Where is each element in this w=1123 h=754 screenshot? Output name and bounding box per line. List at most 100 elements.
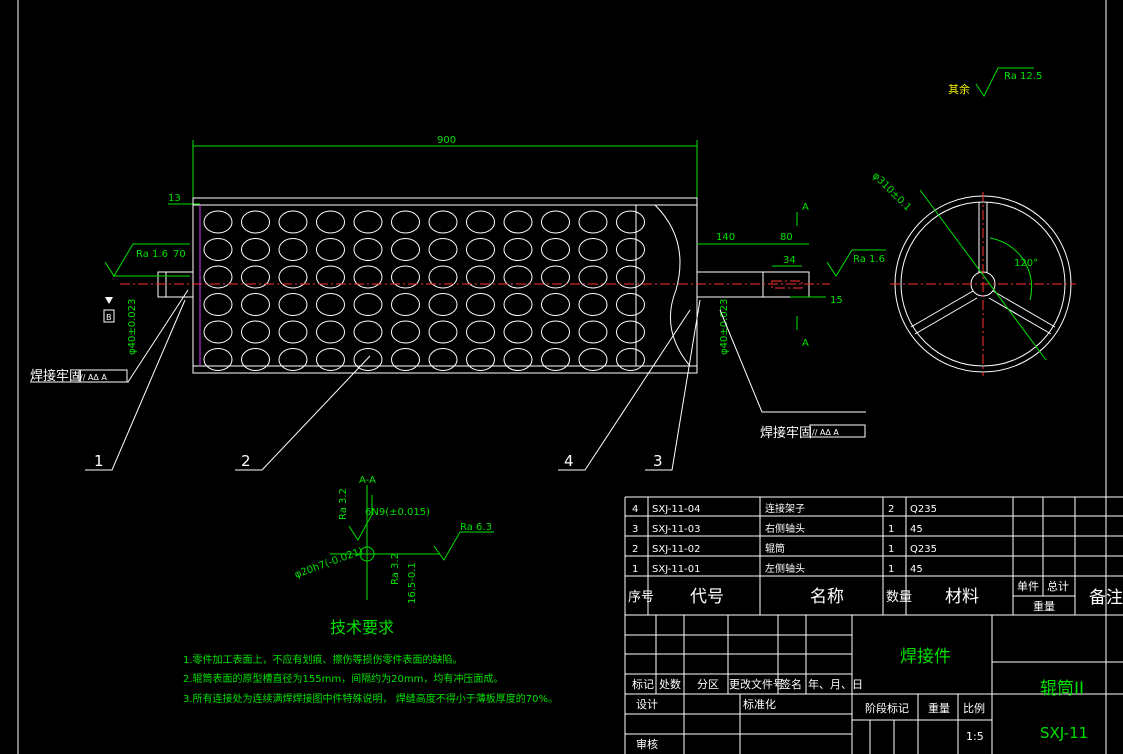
drum-hole [241,265,270,289]
drum-hole [203,320,233,344]
tb-standard: 标准化 [743,697,776,711]
bom-cell-no: 2 [632,544,638,555]
spoke-top [978,202,988,272]
drum-hole [316,293,345,316]
bom-cell-no: 4 [632,504,638,515]
drum-hole [316,265,345,289]
drum-hole [316,210,345,234]
disc-dia-line [919,189,1047,361]
rest-label: 其余 [948,82,970,96]
right-shaft-diameter: φ40±0.023 [719,299,730,355]
drum-hole [353,265,383,289]
drum-hole [503,293,533,316]
drum-hole [466,293,495,316]
drum-hole [541,320,570,344]
drum-hole [391,320,420,344]
weld-label-left: 焊接牢固 [30,368,82,384]
drum-hole [241,210,270,234]
roughness-symbol-rest [975,67,1034,97]
tb-scale: 1:5 [966,730,984,743]
bom-header-code: 代号 [690,587,724,607]
drum-hole [541,348,570,371]
drum-hole [278,210,308,234]
tb-drawing-no: SXJ-11 [1040,724,1088,742]
drum-hole [541,238,570,261]
dim-80-label: 80 [780,232,793,243]
drum-hole [316,348,345,371]
hole-pattern [203,210,645,371]
roughness-right-value: Ra 1.6 [853,254,885,265]
disc-diameter: φ310±0.1 [870,170,913,213]
drum-hole [466,238,495,261]
dim-13-label: 13 [168,193,181,204]
drum-hole [578,348,608,371]
roughness-left-value: Ra 1.6 [136,249,168,260]
drum-hole [466,348,495,371]
callout-4: 4 [564,452,574,470]
weld-label-right: 焊接牢固 [760,425,812,441]
drum-hole [578,210,608,234]
tb-doc: 更改文件号 [729,677,784,691]
drum-hole [428,293,458,316]
drum-hole [616,293,645,316]
bom-cell-name: 右侧轴头 [765,522,805,535]
bom-cell-qty: 2 [888,504,894,515]
drum-hole [203,210,233,234]
drum-hole [616,348,645,371]
bom-header-weight: 重量 [1033,599,1055,613]
drum-hole [391,210,420,234]
drum-hole [278,293,308,316]
drum-hole [578,320,608,344]
bom-cell-qty: 1 [888,564,894,575]
section-ra-1: Ra 3.2 [338,488,349,520]
weld-symbol-left: // AΔ A [80,373,107,382]
drum-hole [203,293,233,316]
drum-hole [428,320,458,344]
drum-hole [278,320,308,344]
section-marker-top: A [802,202,809,213]
drum-hole [316,238,345,261]
drum-hole [241,348,270,371]
bom-cell-code: SXJ-11-04 [652,504,700,515]
drum-hole [241,320,270,344]
callout-3: 3 [653,452,663,470]
tb-stage: 阶段标记 [865,701,909,715]
drum-hole [391,265,420,289]
roughness-symbol-right [826,249,886,277]
drum-hole [541,265,570,289]
bom-header-no: 序号 [628,590,654,605]
drum-hole [616,265,645,289]
drum-hole [578,293,608,316]
tb-part-name: 辊筒II [1040,679,1084,699]
bom-cell-code: SXJ-11-03 [652,524,700,535]
section-ra-2: Ra 6.3 [460,522,492,533]
datum-label: B [106,313,112,322]
tb-type: 焊接件 [900,647,951,667]
drum-hole [503,348,533,371]
leader-1 [85,299,186,471]
bom-header-name: 名称 [810,587,844,607]
bom-cell-qty: 1 [888,524,894,535]
requirement-1: 1.零件加工表面上，不应有划痕、擦伤等损伤零件表面的缺陷。 [183,655,463,666]
tb-zone: 分区 [697,678,719,691]
drum-hole [503,320,533,344]
drum-hole [353,210,383,234]
drum-hole [616,320,645,344]
drum-hole [203,238,233,261]
broken-section [635,204,691,367]
weld-symbol-box-left [78,369,128,383]
bom-cell-no: 1 [632,564,638,575]
callout-2: 2 [241,452,251,470]
drum-hole [391,348,420,371]
bom-cell-qty: 1 [888,544,894,555]
weld-leader-left [30,289,189,383]
bom-cell-material: Q235 [910,544,937,555]
drum-hole [428,348,458,371]
section-roughness [348,495,373,541]
tb-ratio: 比例 [963,701,985,715]
drum-hole [578,238,608,261]
section-roughness-2 [433,531,494,561]
bom-cell-name: 连接架子 [765,502,805,515]
tb-design: 设计 [636,698,658,711]
